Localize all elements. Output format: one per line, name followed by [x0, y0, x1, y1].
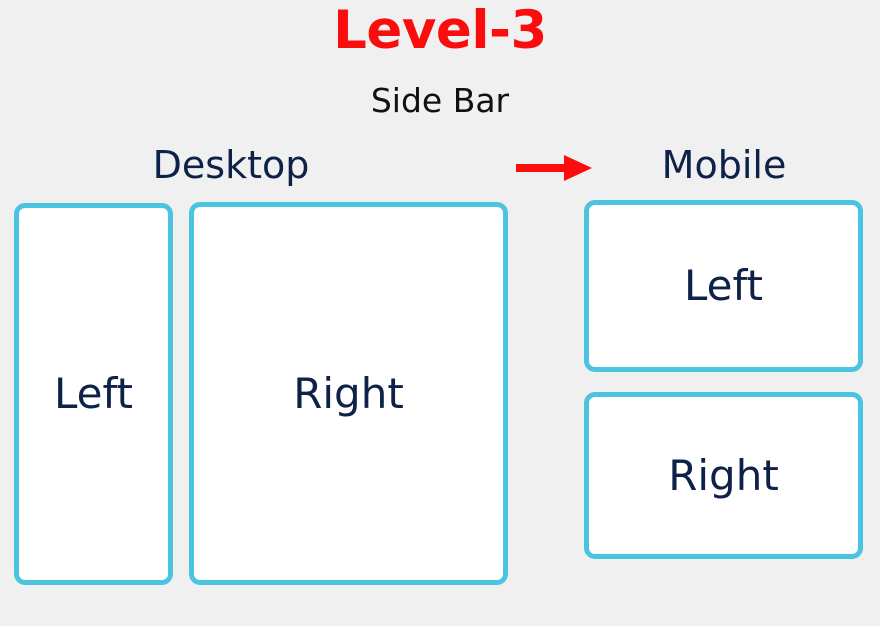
desktop-left-panel: Left — [14, 203, 173, 585]
desktop-right-panel: Right — [189, 202, 508, 585]
desktop-right-panel-label: Right — [293, 368, 404, 418]
mobile-right-panel: Right — [584, 392, 863, 559]
mobile-right-panel-label: Right — [668, 450, 779, 500]
page-title: Level-3 — [333, 0, 547, 61]
arrow-right-icon — [516, 155, 592, 181]
desktop-left-panel-label: Left — [53, 369, 134, 418]
mobile-left-panel: Left — [584, 200, 863, 372]
mobile-column-label: Mobile — [661, 143, 787, 187]
mobile-left-panel-label: Left — [683, 261, 764, 310]
page-subtitle: Side Bar — [370, 81, 510, 120]
desktop-column-label: Desktop — [152, 143, 310, 187]
